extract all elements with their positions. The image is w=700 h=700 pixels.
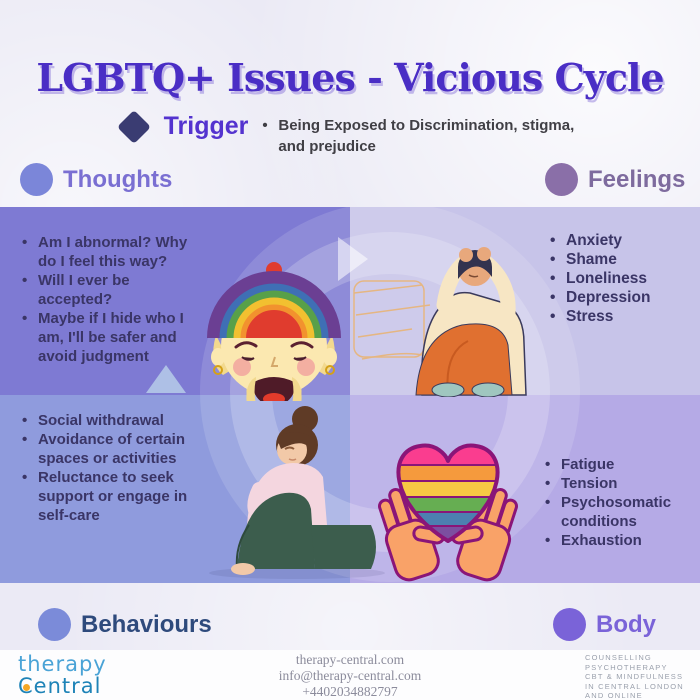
list-item: Will I ever be accepted? <box>22 271 194 309</box>
list-item: Fatigue <box>545 455 685 474</box>
list-item: Depression <box>550 288 700 307</box>
diamond-icon <box>116 110 151 144</box>
list-item: AND ONLINE <box>585 691 643 700</box>
trigger-label: Trigger <box>163 112 249 140</box>
circle-icon <box>553 608 586 641</box>
list-item: PSYCHOTHERAPY <box>585 662 668 672</box>
thoughts-list: Am I abnormal? Why do I feel this way?Wi… <box>22 233 194 366</box>
list-item: Psychosomatic conditions <box>545 493 685 531</box>
thoughts-label: Thoughts <box>63 165 173 193</box>
logo-orange-dot-icon <box>23 684 30 691</box>
circle-icon <box>38 608 71 641</box>
logo-line2: Central <box>18 674 102 698</box>
list-item: IN CENTRAL LONDON <box>585 681 684 691</box>
section-label-thoughts: Thoughts <box>20 163 172 196</box>
list-item: Avoidance of certain spaces or activitie… <box>22 430 200 468</box>
hands-holding-rainbow-heart-illustration <box>378 443 518 582</box>
list-item: Reluctance to seek support or engage in … <box>22 468 200 525</box>
trigger-text: Being Exposed to Discrimination, stigma,… <box>262 115 578 157</box>
list-item: Anxiety <box>550 231 700 250</box>
list-item: CBT & MINDFULNESS <box>585 672 684 681</box>
body-label: Body <box>596 610 656 638</box>
list-item: Exhaustion <box>545 531 685 550</box>
section-label-body: Body <box>553 608 656 641</box>
section-label-behaviours: Behaviours <box>38 608 212 641</box>
list-item: info@therapy-central.com <box>278 668 422 683</box>
cycle-arrow-right-icon <box>338 237 368 281</box>
list-item: Social withdrawal <box>22 411 200 430</box>
person-holding-head-illustration <box>353 247 527 397</box>
feelings-list: AnxietyShameLonelinessDepressionStress <box>550 231 700 326</box>
list-item: COUNSELLING <box>585 653 652 662</box>
list-item: Tension <box>545 474 685 493</box>
trigger-section: Trigger Being Exposed to Discrimination,… <box>0 110 700 157</box>
list-item: therapy-central.com <box>295 652 405 667</box>
list-item: Maybe if I hide who I am, I'll be safer … <box>22 309 194 366</box>
crying-face-rainbow-beanie-illustration <box>207 262 341 401</box>
logo-line1: therapy <box>18 652 107 676</box>
list-item: Stress <box>550 307 700 326</box>
section-label-feelings: Feelings <box>545 163 685 196</box>
page-title: LGBTQ+ Issues - Vicious Cycle <box>36 55 664 101</box>
circle-icon <box>545 163 578 196</box>
woman-hugging-knees-illustration <box>209 406 385 579</box>
behaviours-list: Social withdrawalAvoidance of certain sp… <box>22 411 200 525</box>
feelings-label: Feelings <box>588 165 686 193</box>
list-item: +4402034882797 <box>302 684 398 699</box>
therapy-central-logo: therapy Central <box>18 653 107 697</box>
list-item: Loneliness <box>550 269 700 288</box>
list-item: Shame <box>550 250 700 269</box>
cycle-arrow-up-icon <box>146 365 186 393</box>
list-item: Am I abnormal? Why do I feel this way? <box>22 233 194 271</box>
circle-icon <box>20 163 53 196</box>
cycle-quadrants: Am I abnormal? Why do I feel this way?Wi… <box>0 207 700 583</box>
behaviours-label: Behaviours <box>81 610 212 638</box>
body-list: FatigueTensionPsychosomatic conditionsEx… <box>545 455 685 550</box>
